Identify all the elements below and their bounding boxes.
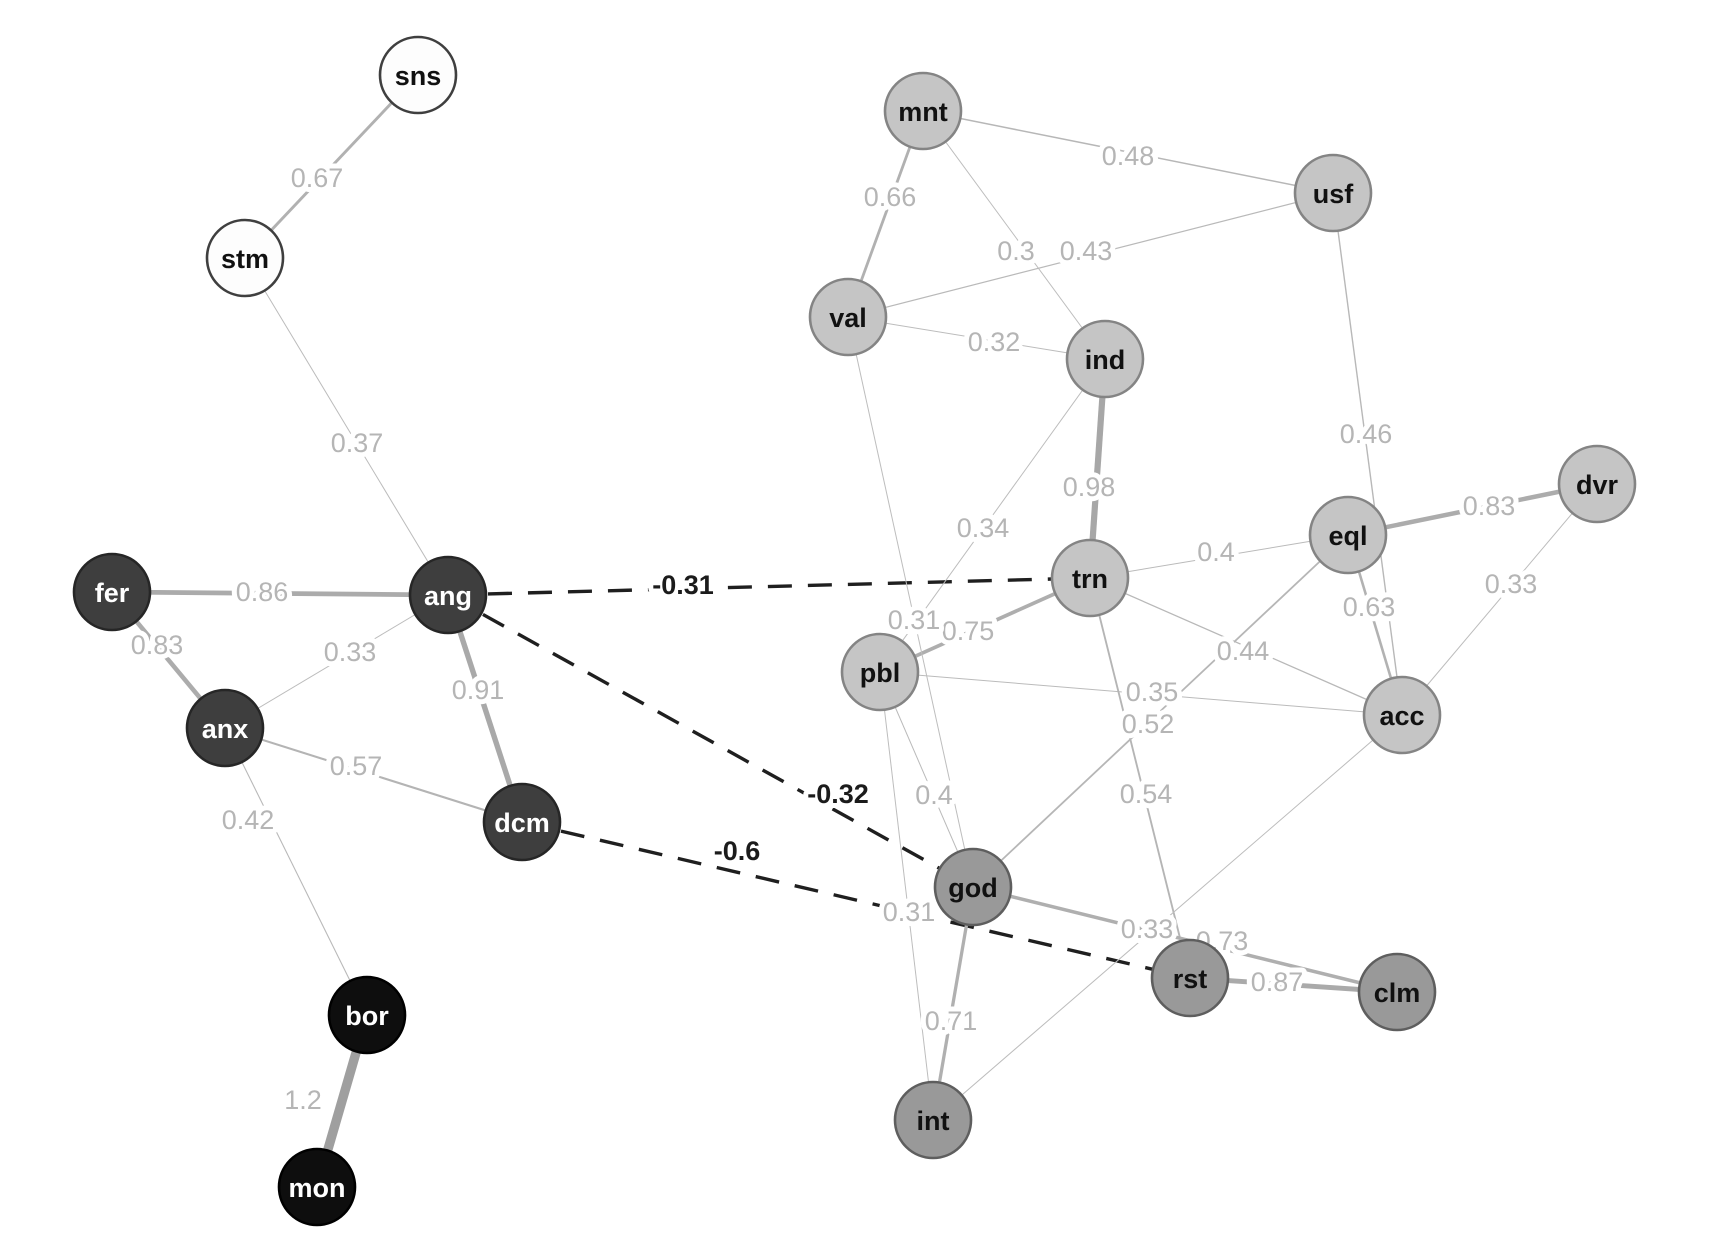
edge-ang-god	[447, 593, 974, 889]
node-clm[interactable]	[1357, 952, 1437, 1032]
edge-weight-label-bor-mon: 1.2	[284, 1085, 322, 1115]
edge-trn-acc	[1089, 577, 1403, 716]
edge-eql-dvr	[1347, 481, 1598, 538]
edge-god-int	[931, 886, 975, 1121]
edge-weight-label-anx-dcm: 0.57	[330, 751, 383, 781]
node-pbl[interactable]	[840, 632, 920, 712]
edge-weight-label-ind-trn: 0.98	[1063, 472, 1116, 502]
node-dvr[interactable]	[1557, 444, 1637, 524]
edge-weight-label-god-int: 0.71	[925, 1006, 978, 1036]
edge-dvr-acc	[1401, 483, 1598, 716]
node-mon[interactable]	[277, 1147, 357, 1227]
edge-weight-label-eql-acc: 0.63	[1343, 592, 1396, 622]
node-val[interactable]	[808, 277, 888, 357]
edge-weight-label-trn-eql: 0.4	[1197, 537, 1235, 567]
edge-ang-anx	[224, 594, 449, 729]
node-int[interactable]	[893, 1080, 973, 1160]
edge-weight-label-val-ind: 0.32	[968, 327, 1021, 357]
edge-ang-dcm	[445, 594, 525, 823]
node-god[interactable]	[933, 847, 1013, 927]
node-acc[interactable]	[1362, 675, 1442, 755]
edge-anx-bor	[224, 727, 368, 1016]
edge-weight-label-usf-acc: 0.46	[1340, 419, 1393, 449]
edge-trn-rst	[1089, 577, 1191, 979]
edge-stm-ang	[244, 257, 449, 596]
edge-weight-label-rst-clm: 0.87	[1251, 967, 1304, 997]
edge-weight-label-ang-anx: 0.33	[324, 637, 377, 667]
edge-anx-dcm	[224, 726, 523, 824]
edge-val-god	[847, 316, 974, 888]
edge-val-usf	[847, 192, 1334, 318]
node-ind[interactable]	[1065, 319, 1145, 399]
edge-int-acc	[932, 714, 1403, 1121]
edge-weight-label-fer-ang: 0.86	[236, 577, 289, 607]
node-mnt[interactable]	[883, 71, 963, 151]
edge-weight-label-int-acc: 0.33	[1121, 914, 1174, 944]
edge-val-ind	[847, 316, 1106, 360]
edge-dcm-rst	[521, 820, 1191, 980]
node-sns[interactable]	[378, 35, 458, 115]
edge-pbl-int	[879, 671, 934, 1121]
edge-trn-eql	[1089, 534, 1349, 579]
edge-weight-label-mnt-val: 0.66	[864, 182, 917, 212]
edge-fer-ang	[111, 589, 449, 598]
node-fer[interactable]	[72, 552, 152, 632]
edge-weight-label-ang-dcm: 0.91	[452, 675, 505, 705]
node-trn[interactable]	[1050, 538, 1130, 618]
edge-weight-label-fer-anx: 0.83	[131, 630, 184, 660]
edge-weight-label-dvr-acc: 0.33	[1485, 569, 1538, 599]
edge-weight-label-trn-rst: 0.54	[1120, 779, 1173, 809]
edge-weight-label-god-eql: 0.52	[1122, 709, 1175, 739]
node-dcm[interactable]	[482, 782, 562, 862]
edge-weight-label-anx-bor: 0.42	[222, 805, 275, 835]
edge-weight-label-ind-pbl: 0.34	[957, 513, 1010, 543]
edge-mnt-ind	[922, 110, 1106, 360]
edge-weight-label-trn-acc: 0.44	[1217, 636, 1270, 666]
node-bor[interactable]	[327, 975, 407, 1055]
edge-mnt-usf	[922, 110, 1334, 194]
node-rst[interactable]	[1150, 938, 1230, 1018]
edge-weight-label-stm-ang: 0.37	[331, 428, 384, 458]
edge-weight-label-pbl-int: 0.31	[883, 897, 936, 927]
edge-weight-label-val-god: 0.31	[888, 605, 941, 635]
edge-ind-pbl	[879, 358, 1106, 673]
node-anx[interactable]	[185, 688, 265, 768]
edge-weight-label-dcm-rst: -0.6	[714, 836, 761, 866]
edge-weight-label-eql-dvr: 0.83	[1463, 491, 1516, 521]
edge-ang-trn	[447, 576, 1091, 597]
edge-weight-label-pbl-acc: 0.35	[1126, 677, 1179, 707]
node-stm[interactable]	[205, 218, 285, 298]
edge-weight-label-val-usf: 0.43	[1060, 236, 1113, 266]
edge-weight-label-pbl-god: 0.4	[915, 780, 953, 810]
edge-labels-layer: 0.67 0.37 0.86 0.83 0.33 0.91 0.57 0.42 1.2 -0.31…	[126, 136, 1543, 1120]
node-eql[interactable]	[1308, 495, 1388, 575]
edge-weight-label-mnt-usf: 0.48	[1102, 141, 1155, 171]
edge-weight-label-mnt-ind: 0.3	[997, 236, 1035, 266]
edge-usf-acc	[1332, 192, 1403, 716]
edge-sns-stm	[243, 74, 420, 259]
node-usf[interactable]	[1293, 153, 1373, 233]
edge-weight-label-ang-trn: -0.31	[652, 570, 714, 600]
edge-weight-label-trn-pbl: 0.75	[942, 616, 995, 646]
edge-weight-label-sns-stm: 0.67	[291, 163, 344, 193]
edge-pbl-acc	[879, 671, 1403, 716]
edge-weight-label-ang-god: -0.32	[807, 779, 869, 809]
edge-god-eql	[972, 534, 1349, 888]
node-ang[interactable]	[408, 555, 488, 635]
